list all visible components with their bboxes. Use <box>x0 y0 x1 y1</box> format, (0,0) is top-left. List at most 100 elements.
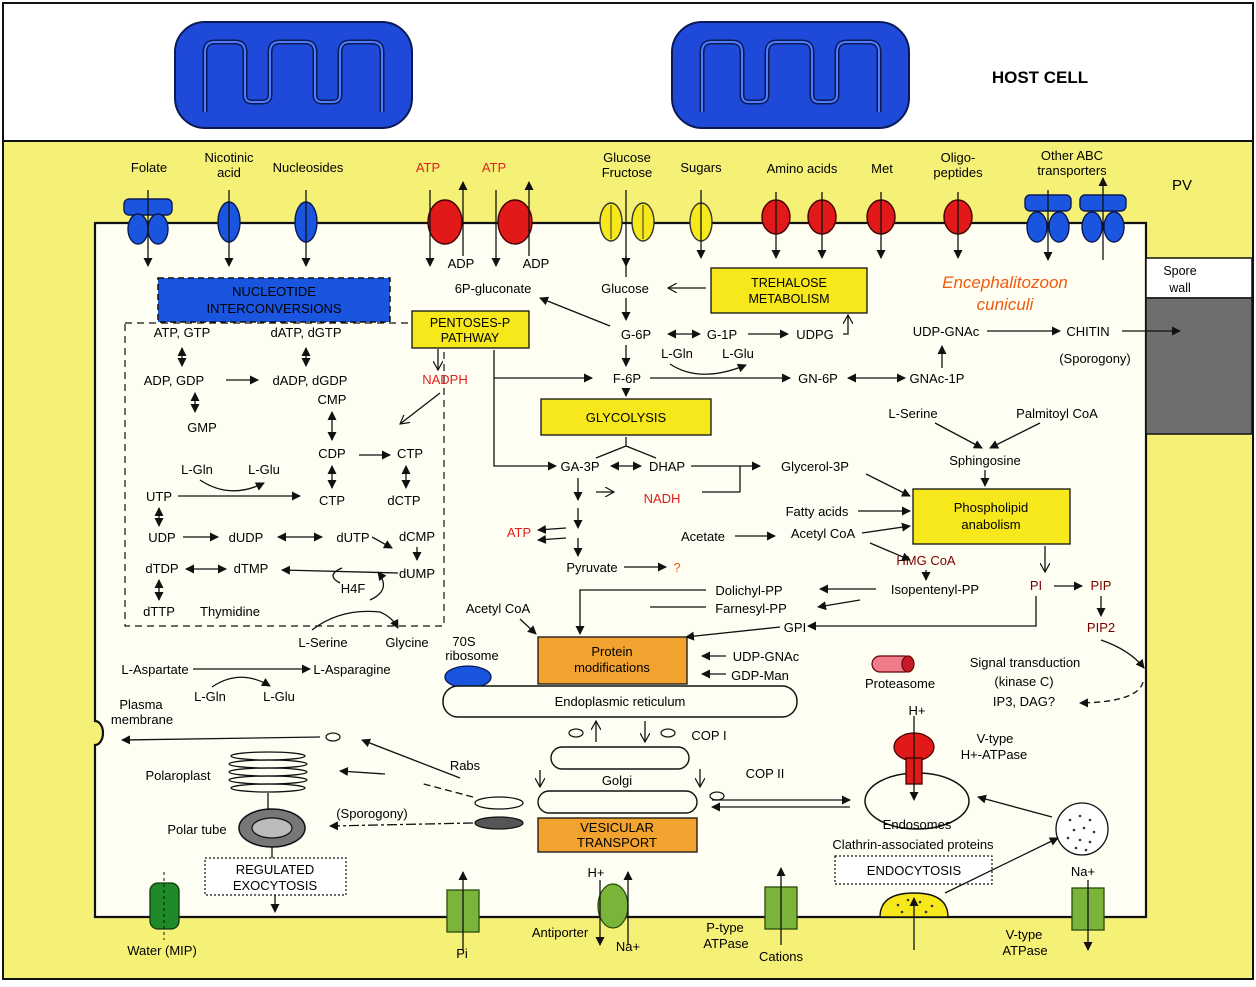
atp-transporter-1 <box>427 199 463 245</box>
udp-gnac-2: UDP-GNAc <box>733 649 800 664</box>
host-cell-title: HOST CELL <box>992 68 1088 87</box>
udpg: UDPG <box>796 327 834 342</box>
met-label: Met <box>871 161 893 176</box>
atp-transporter-2 <box>497 199 533 245</box>
antiporter-label: Antiporter <box>532 925 589 940</box>
palmitoyl-coa: Palmitoyl CoA <box>1016 406 1098 421</box>
pyruvate-question: ? <box>673 560 680 575</box>
trehalose-label-2: METABOLISM <box>748 292 829 306</box>
chitin: CHITIN <box>1066 324 1109 339</box>
abc-label-2: transporters <box>1037 163 1107 178</box>
pentoses-label-1: PENTOSES-P <box>430 316 510 330</box>
farnesyl-pp: Farnesyl-PP <box>715 601 787 616</box>
glycerol-3p: Glycerol-3P <box>781 459 849 474</box>
signal-transduction-1: Signal transduction <box>970 655 1081 670</box>
endocytic-pit <box>879 892 949 950</box>
polaroplast-icon <box>228 751 308 793</box>
f-6p: F-6P <box>613 371 641 386</box>
vesicular-transport-box <box>537 817 698 853</box>
mitochondrion-left <box>174 21 413 129</box>
l-asparagine: L-Asparagine <box>313 662 390 677</box>
g-6p: G-6P <box>621 327 651 342</box>
polaroplast-label: Polaroplast <box>145 768 210 783</box>
dhap: DHAP <box>649 459 685 474</box>
g-1p: G-1P <box>707 327 737 342</box>
glucose-transport-label-1: Glucose <box>603 150 651 165</box>
cmp: CMP <box>318 392 347 407</box>
p-type-label-1: P-type <box>706 920 744 935</box>
cop-i: COP I <box>691 728 726 743</box>
pi-lipid: PI <box>1030 578 1042 593</box>
nucleotide-interconversions-box <box>157 277 391 323</box>
nucleotide-box-label-2: INTERCONVERSIONS <box>206 301 341 316</box>
nucleosides-label: Nucleosides <box>273 160 344 175</box>
carb-l-glu: L-Glu <box>722 346 754 361</box>
nicotinic-label-2: acid <box>217 165 241 180</box>
endoplasmic-reticulum <box>442 685 798 718</box>
glucose-transport-label-2: Fructose <box>602 165 653 180</box>
acetyl-coa: Acetyl CoA <box>791 526 856 541</box>
coated-vesicle <box>1055 802 1109 856</box>
dudp: dUDP <box>229 530 264 545</box>
organism-name-1: Encephalitozoon <box>942 273 1068 292</box>
nucleotide-box-label-1: NUCLEOTIDE <box>232 284 316 299</box>
golgi-label: Golgi <box>602 773 632 788</box>
pip: PIP <box>1091 578 1112 593</box>
pi-label: Pi <box>456 946 468 961</box>
v-type-atpase-plasma <box>1071 880 1105 951</box>
water-mip-channel <box>149 872 180 940</box>
nadh: NADH <box>644 491 681 506</box>
vesicular-label-2: TRANSPORT <box>577 835 657 850</box>
plasma-membrane-1: Plasma <box>119 697 163 712</box>
nuc-l-glu: L-Glu <box>248 462 280 477</box>
glycine: Glycine <box>385 635 428 650</box>
pip2: PIP2 <box>1087 620 1115 635</box>
gn-6p: GN-6P <box>798 371 838 386</box>
dtmp: dTMP <box>234 561 269 576</box>
glycolysis-atp: ATP <box>507 525 531 540</box>
endocytosis-box <box>834 855 993 885</box>
glycolysis-box <box>540 398 712 436</box>
atp-label-1: ATP <box>416 160 440 175</box>
dutp: dUTP <box>336 530 369 545</box>
plasma-membrane-2: membrane <box>111 712 173 727</box>
antiporter <box>595 871 633 946</box>
v-type-label-2: H+-ATPase <box>961 747 1028 762</box>
abc-label-1: Other ABC <box>1041 148 1103 163</box>
oligopeptides-label-1: Oligo- <box>941 150 976 165</box>
antiporter-na-plus: Na+ <box>616 939 640 954</box>
abc-transporters <box>1024 194 1127 243</box>
dttp: dTTP <box>143 604 175 619</box>
dcmp: dCMP <box>399 529 435 544</box>
endosomes-label: Endosomes <box>883 817 952 832</box>
sugars-label: Sugars <box>680 160 722 175</box>
v-type-na-plus: Na+ <box>1071 864 1095 879</box>
trehalose-label-1: TREHALOSE <box>751 276 827 290</box>
nucleotide-region <box>124 322 445 627</box>
mitochondrion-right <box>671 21 910 129</box>
spore-wall <box>1145 297 1253 435</box>
atp-gtp: ATP, GTP <box>154 325 211 340</box>
fatty-acids: Fatty acids <box>786 504 849 519</box>
protein-label-2: modifications <box>574 660 650 675</box>
golgi-cisterna-1 <box>550 746 690 770</box>
protein-label-1: Protein <box>591 644 632 659</box>
organism-name-2: cuniculi <box>977 295 1035 314</box>
water-mip-label: Water (MIP) <box>127 943 197 958</box>
nuc-l-serine: L-Serine <box>298 635 347 650</box>
atp-label-2: ATP <box>482 160 506 175</box>
adp-gdp: ADP, GDP <box>144 373 204 388</box>
lipid-l-serine: L-Serine <box>888 406 937 421</box>
hmg-coa: HMG CoA <box>896 553 956 568</box>
p-type-label-2: ATPase <box>703 936 748 951</box>
phospholipid-label-1: Phospholipid <box>954 500 1028 515</box>
dolichyl-pp: Dolichyl-PP <box>715 583 782 598</box>
sec-sporogony: (Sporogony) <box>336 806 408 821</box>
dtdp: dTDP <box>145 561 178 576</box>
gnac-1p: GNAc-1P <box>910 371 965 386</box>
cop-ii: COP II <box>746 766 785 781</box>
signal-transduction-3: IP3, DAG? <box>993 694 1055 709</box>
gdp-man: GDP-Man <box>731 668 789 683</box>
asp-l-gln: L-Gln <box>194 689 226 704</box>
